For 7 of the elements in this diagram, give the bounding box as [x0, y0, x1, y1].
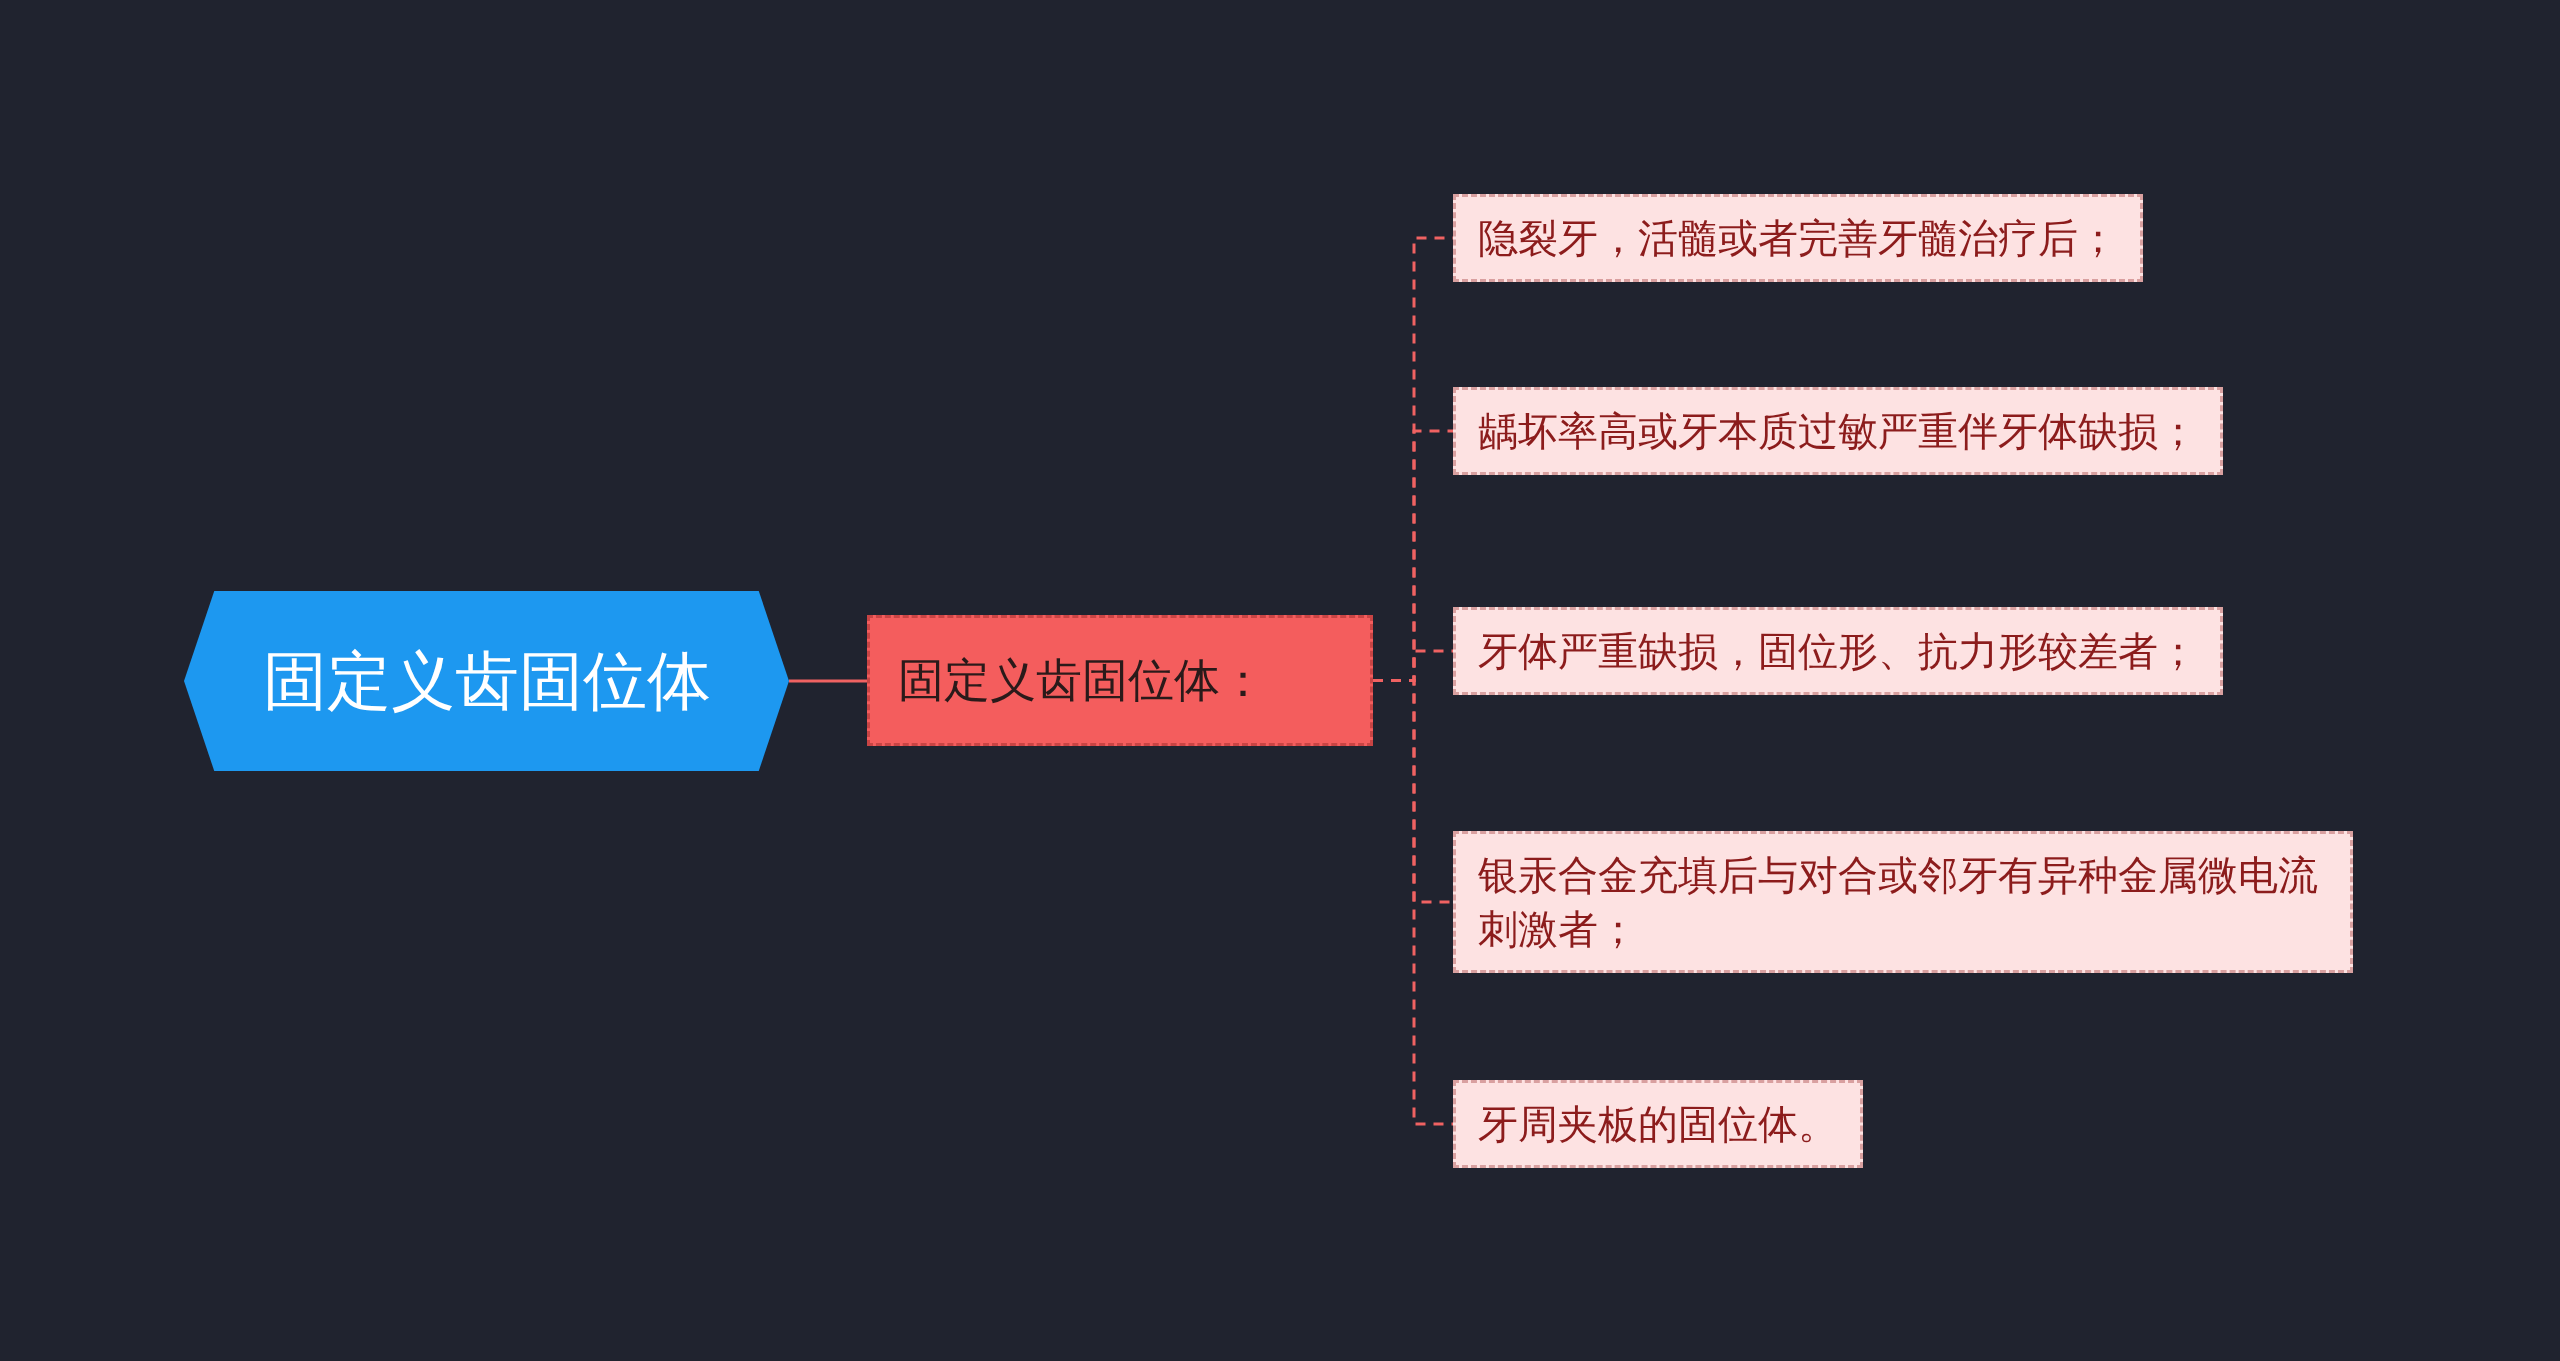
- leaf-box: 隐裂牙，活髓或者完善牙髓治疗后；: [1453, 194, 2143, 282]
- branch-box: 固定义齿固位体：: [867, 615, 1373, 746]
- connector-line: [789, 679, 867, 683]
- leaf-box: 牙周夹板的固位体。: [1453, 1080, 1863, 1168]
- leaf-box: 龋坏率高或牙本质过敏严重伴牙体缺损；: [1453, 387, 2223, 475]
- leaf-box: 银汞合金充填后与对合或邻牙有异种金属微电流刺激者；: [1453, 831, 2353, 973]
- leaf-box: 牙体严重缺损，固位形、抗力形较差者；: [1453, 607, 2223, 695]
